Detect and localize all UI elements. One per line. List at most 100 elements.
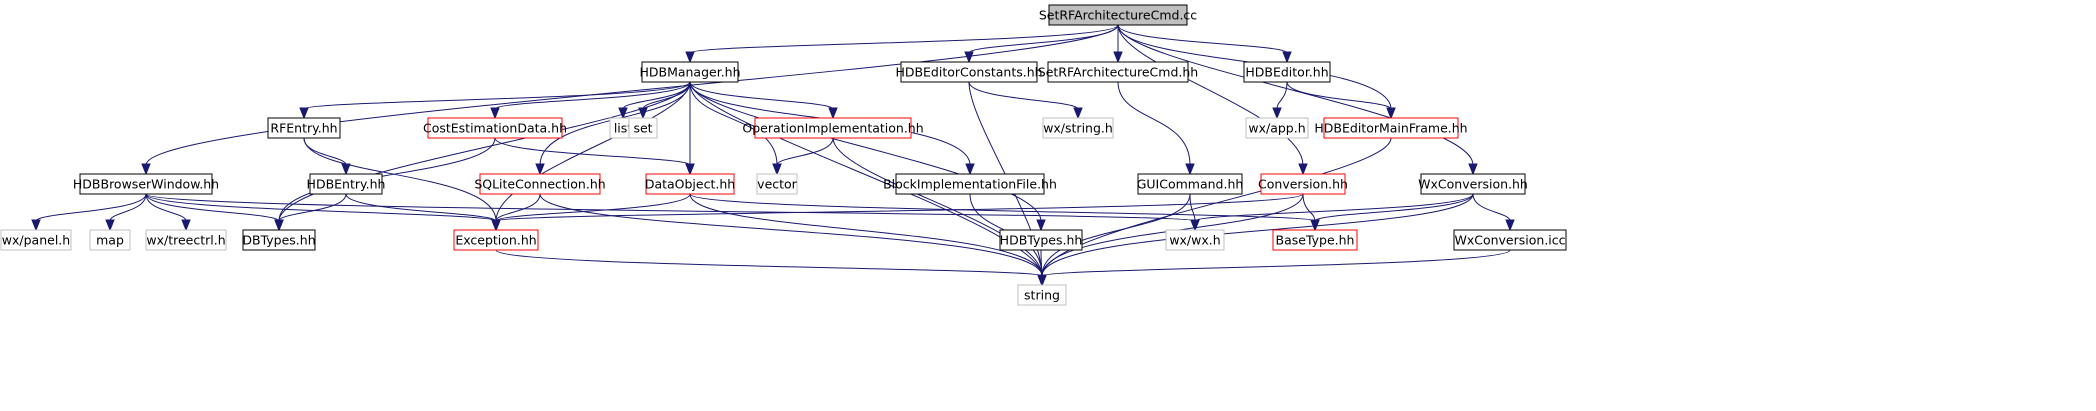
node-box [1420, 173, 1526, 195]
node-box [1137, 173, 1243, 195]
node-box [1047, 61, 1189, 83]
edge-line [1117, 24, 1288, 54]
edge-hdbmanager-to-dataobject [685, 81, 695, 176]
node-box [479, 173, 601, 195]
edge-line [494, 137, 691, 166]
edge-line [689, 24, 1119, 54]
edge-hdbeditormainframe-to-string [1037, 137, 1392, 287]
edge-arrowhead [1505, 219, 1515, 232]
edge-line [1276, 81, 1288, 110]
edge-arrowhead [490, 107, 500, 120]
edge-line [1314, 193, 1474, 222]
node-hdbeditormainframe[interactable]: HDBEditorMainFrame.hh [1314, 117, 1468, 139]
edge-line [832, 137, 1043, 277]
edge-wxconversion-to-basetype [1310, 193, 1474, 232]
edge-line [968, 81, 1079, 110]
edge-line [494, 81, 691, 110]
node-box [1048, 4, 1188, 26]
node-box [1042, 117, 1114, 139]
node-setrfarchcmdhh[interactable]: SetRFArchitectureCmd.hh [1038, 61, 1198, 83]
edge-arrowhead [772, 163, 782, 176]
node-hdbentry[interactable]: HDBEntry.hh [307, 173, 386, 195]
node-box [1323, 117, 1459, 139]
node-label: HDBTypes.hh [1000, 233, 1083, 248]
node-label: wx/app.h [1248, 121, 1305, 136]
edge-line [495, 193, 541, 222]
node-blockimpl[interactable]: BlockImplementationFile.hh [883, 173, 1057, 195]
edge-hdbeditor-to-wxapp [1272, 81, 1288, 120]
node-basetype[interactable]: BaseType.hh [1272, 229, 1358, 251]
node-label: wx/string.h [1043, 121, 1113, 136]
edge-arrowhead [1298, 163, 1308, 176]
node-opimpl[interactable]: OperationImplementation.hh [742, 117, 924, 139]
edge-arrowhead [1386, 107, 1396, 120]
edge-arrowhead [299, 107, 309, 120]
node-hdbeditor[interactable]: HDBEditor.hh [1243, 61, 1331, 83]
node-label: OperationImplementation.hh [742, 121, 923, 136]
node-box [1245, 117, 1309, 139]
node-wxconversion[interactable]: WxConversion.hh [1418, 173, 1528, 195]
edge-line [278, 193, 347, 222]
node-wxtreectrl: wx/treectrl.h [145, 229, 227, 251]
edge-arrowhead [105, 219, 115, 232]
node-hdbmanager[interactable]: HDBManager.hh [639, 61, 741, 83]
edge-hdbmanager-to-hdbtypes [689, 81, 1046, 232]
edge-root-to-hdbmanager [685, 24, 1119, 64]
node-label: string [1024, 288, 1060, 303]
node-root[interactable]: SetRFArchitectureCmd.cc [1039, 4, 1197, 26]
edge-arrowhead [535, 163, 545, 176]
edge-line [1194, 193, 1474, 222]
edge-exception-to-string [495, 249, 1047, 287]
edge-hdbeditorconstants-to-wxstring [968, 81, 1083, 120]
edge-arrowhead [341, 163, 351, 176]
edge-arrowhead [1190, 219, 1200, 232]
node-sqliteconnection[interactable]: SQLiteConnection.hh [474, 173, 606, 195]
edge-arrowhead [181, 219, 191, 232]
edge-line [1117, 81, 1191, 166]
edge-line [689, 193, 1043, 277]
edge-arrowhead [828, 107, 838, 120]
node-rfentry[interactable]: RFEntry.hh [267, 117, 341, 139]
node-dataobject[interactable]: DataObject.hh [645, 173, 735, 195]
edge-hdbmanager-to-rfentry [299, 81, 691, 120]
node-box [145, 229, 227, 251]
node-label: SQLiteConnection.hh [474, 177, 605, 192]
edge-arrowhead [1113, 51, 1123, 64]
edge-line [35, 193, 147, 222]
node-box [895, 173, 1045, 195]
node-conversion[interactable]: Conversion.hh [1258, 173, 1348, 195]
edge-line [145, 24, 1119, 166]
node-label: HDBManager.hh [639, 65, 740, 80]
edge-dataobject-to-exception [491, 193, 691, 232]
edge-arrowhead [1185, 163, 1195, 176]
node-wxconversionicc[interactable]: WxConversion.icc [1453, 229, 1567, 251]
node-hdbtypes[interactable]: HDBTypes.hh [999, 229, 1083, 251]
node-map: map [89, 229, 131, 251]
node-box [242, 229, 316, 251]
node-label: SetRFArchitectureCmd.cc [1039, 8, 1197, 23]
edge-hdbentry-to-dbtypes [274, 193, 347, 232]
node-box [309, 173, 383, 195]
node-hdbeditorconstants[interactable]: HDBEditorConstants.hh [895, 61, 1043, 83]
node-box [1165, 229, 1225, 251]
edge-arrowhead [31, 219, 41, 232]
node-dbtypes[interactable]: DBTypes.hh [242, 229, 316, 251]
node-exception[interactable]: Exception.hh [453, 229, 539, 251]
edge-root-to-hdbeditorconstants [964, 24, 1119, 64]
node-wxwx: wx/wx.h [1165, 229, 1225, 251]
edge-line [303, 137, 347, 166]
edge-costestimation-to-dataobject [494, 137, 695, 176]
node-guicommand[interactable]: GUICommand.hh [1137, 173, 1244, 195]
edge-line [109, 193, 147, 222]
node-label: wx/wx.h [1169, 233, 1220, 248]
edge-rfentry-to-hdbentry [303, 137, 351, 176]
edge-line [495, 193, 691, 222]
edge-arrowhead [618, 107, 628, 120]
node-costestimation[interactable]: CostEstimationData.hh [423, 117, 567, 139]
node-label: wx/panel.h [2, 233, 70, 248]
node-hdbbrowserwindow[interactable]: HDBBrowserWindow.hh [73, 173, 219, 195]
node-label: HDBEditorMainFrame.hh [1314, 121, 1467, 136]
node-box [641, 61, 739, 83]
edge-line [145, 193, 1196, 222]
node-string: string [1017, 284, 1067, 306]
